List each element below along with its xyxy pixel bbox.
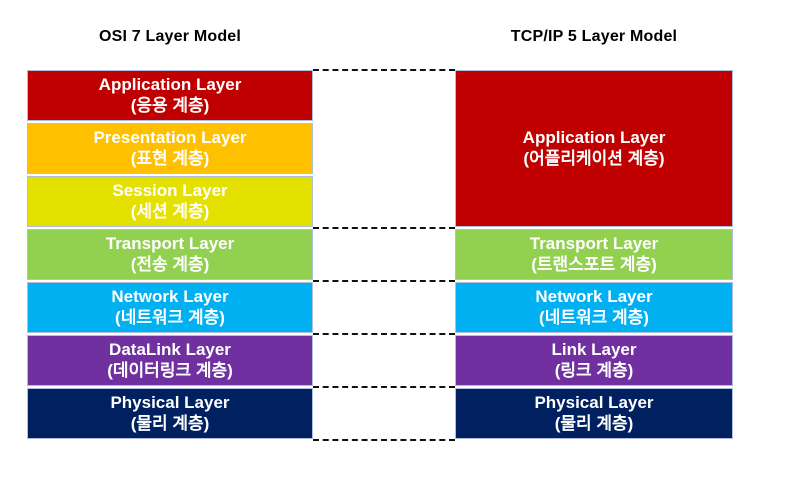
layer-name-ko: (세션 계층) [130, 201, 210, 221]
layer-name-ko: (트랜스포트 계층) [531, 254, 657, 274]
layer-name-ko: (응용 계층) [130, 95, 210, 115]
tcpip-layer-application-layer: Application Layer(어플리케이션 계층) [455, 70, 733, 227]
osi-layer-stack: Application Layer(응용 계층)Presentation Lay… [27, 70, 313, 441]
layer-name-en: Transport Layer [105, 234, 235, 254]
dashed-connector-line [313, 386, 455, 388]
layer-name-en: DataLink Layer [109, 340, 231, 360]
layer-name-en: Transport Layer [529, 234, 659, 254]
osi-column-title: OSI 7 Layer Model [98, 28, 242, 45]
osi-layer-transport-layer: Transport Layer(전송 계층) [27, 229, 313, 280]
layer-name-ko: (링크 계층) [554, 360, 634, 380]
layer-name-en: Link Layer [551, 340, 637, 360]
osi-layer-presentation-layer: Presentation Layer(표현 계층) [27, 123, 313, 174]
layer-name-ko: (어플리케이션 계층) [523, 148, 665, 168]
layer-name-en: Session Layer [112, 181, 228, 201]
dashed-connector-line [313, 333, 455, 335]
layer-name-en: Physical Layer [534, 393, 654, 413]
layer-name-en: Network Layer [111, 287, 229, 307]
osi-layer-session-layer: Session Layer(세션 계층) [27, 176, 313, 227]
layer-name-en: Physical Layer [110, 393, 230, 413]
layer-name-ko: (네트워크 계층) [539, 307, 649, 327]
dashed-connector-line [313, 439, 455, 441]
osi-layer-network-layer: Network Layer(네트워크 계층) [27, 282, 313, 333]
layer-name-ko: (표현 계층) [130, 148, 210, 168]
layer-name-en: Application Layer [522, 128, 666, 148]
layer-name-ko: (물리 계층) [130, 413, 210, 433]
tcpip-layer-transport-layer: Transport Layer(트랜스포트 계층) [455, 229, 733, 280]
osi-layer-datalink-layer: DataLink Layer(데이터링크 계층) [27, 335, 313, 386]
layer-name-ko: (데이터링크 계층) [107, 360, 233, 380]
layer-name-en: Presentation Layer [93, 128, 247, 148]
osi-layer-physical-layer: Physical Layer(물리 계층) [27, 388, 313, 439]
layer-name-ko: (네트워크 계층) [115, 307, 225, 327]
dashed-connector-line [313, 227, 455, 229]
tcpip-layer-stack: Application Layer(어플리케이션 계층)Transport La… [455, 70, 733, 441]
tcpip-layer-link-layer: Link Layer(링크 계층) [455, 335, 733, 386]
tcpip-layer-physical-layer: Physical Layer(물리 계층) [455, 388, 733, 439]
tcpip-layer-network-layer: Network Layer(네트워크 계층) [455, 282, 733, 333]
dashed-connector-line [313, 280, 455, 282]
osi-layer-application-layer: Application Layer(응용 계층) [27, 70, 313, 121]
layer-name-en: Network Layer [535, 287, 653, 307]
layer-name-en: Application Layer [98, 75, 242, 95]
tcpip-column-title: TCP/IP 5 Layer Model [510, 28, 678, 45]
layer-name-ko: (물리 계층) [554, 413, 634, 433]
dashed-connector-line [313, 69, 455, 71]
layer-name-ko: (전송 계층) [130, 254, 210, 274]
